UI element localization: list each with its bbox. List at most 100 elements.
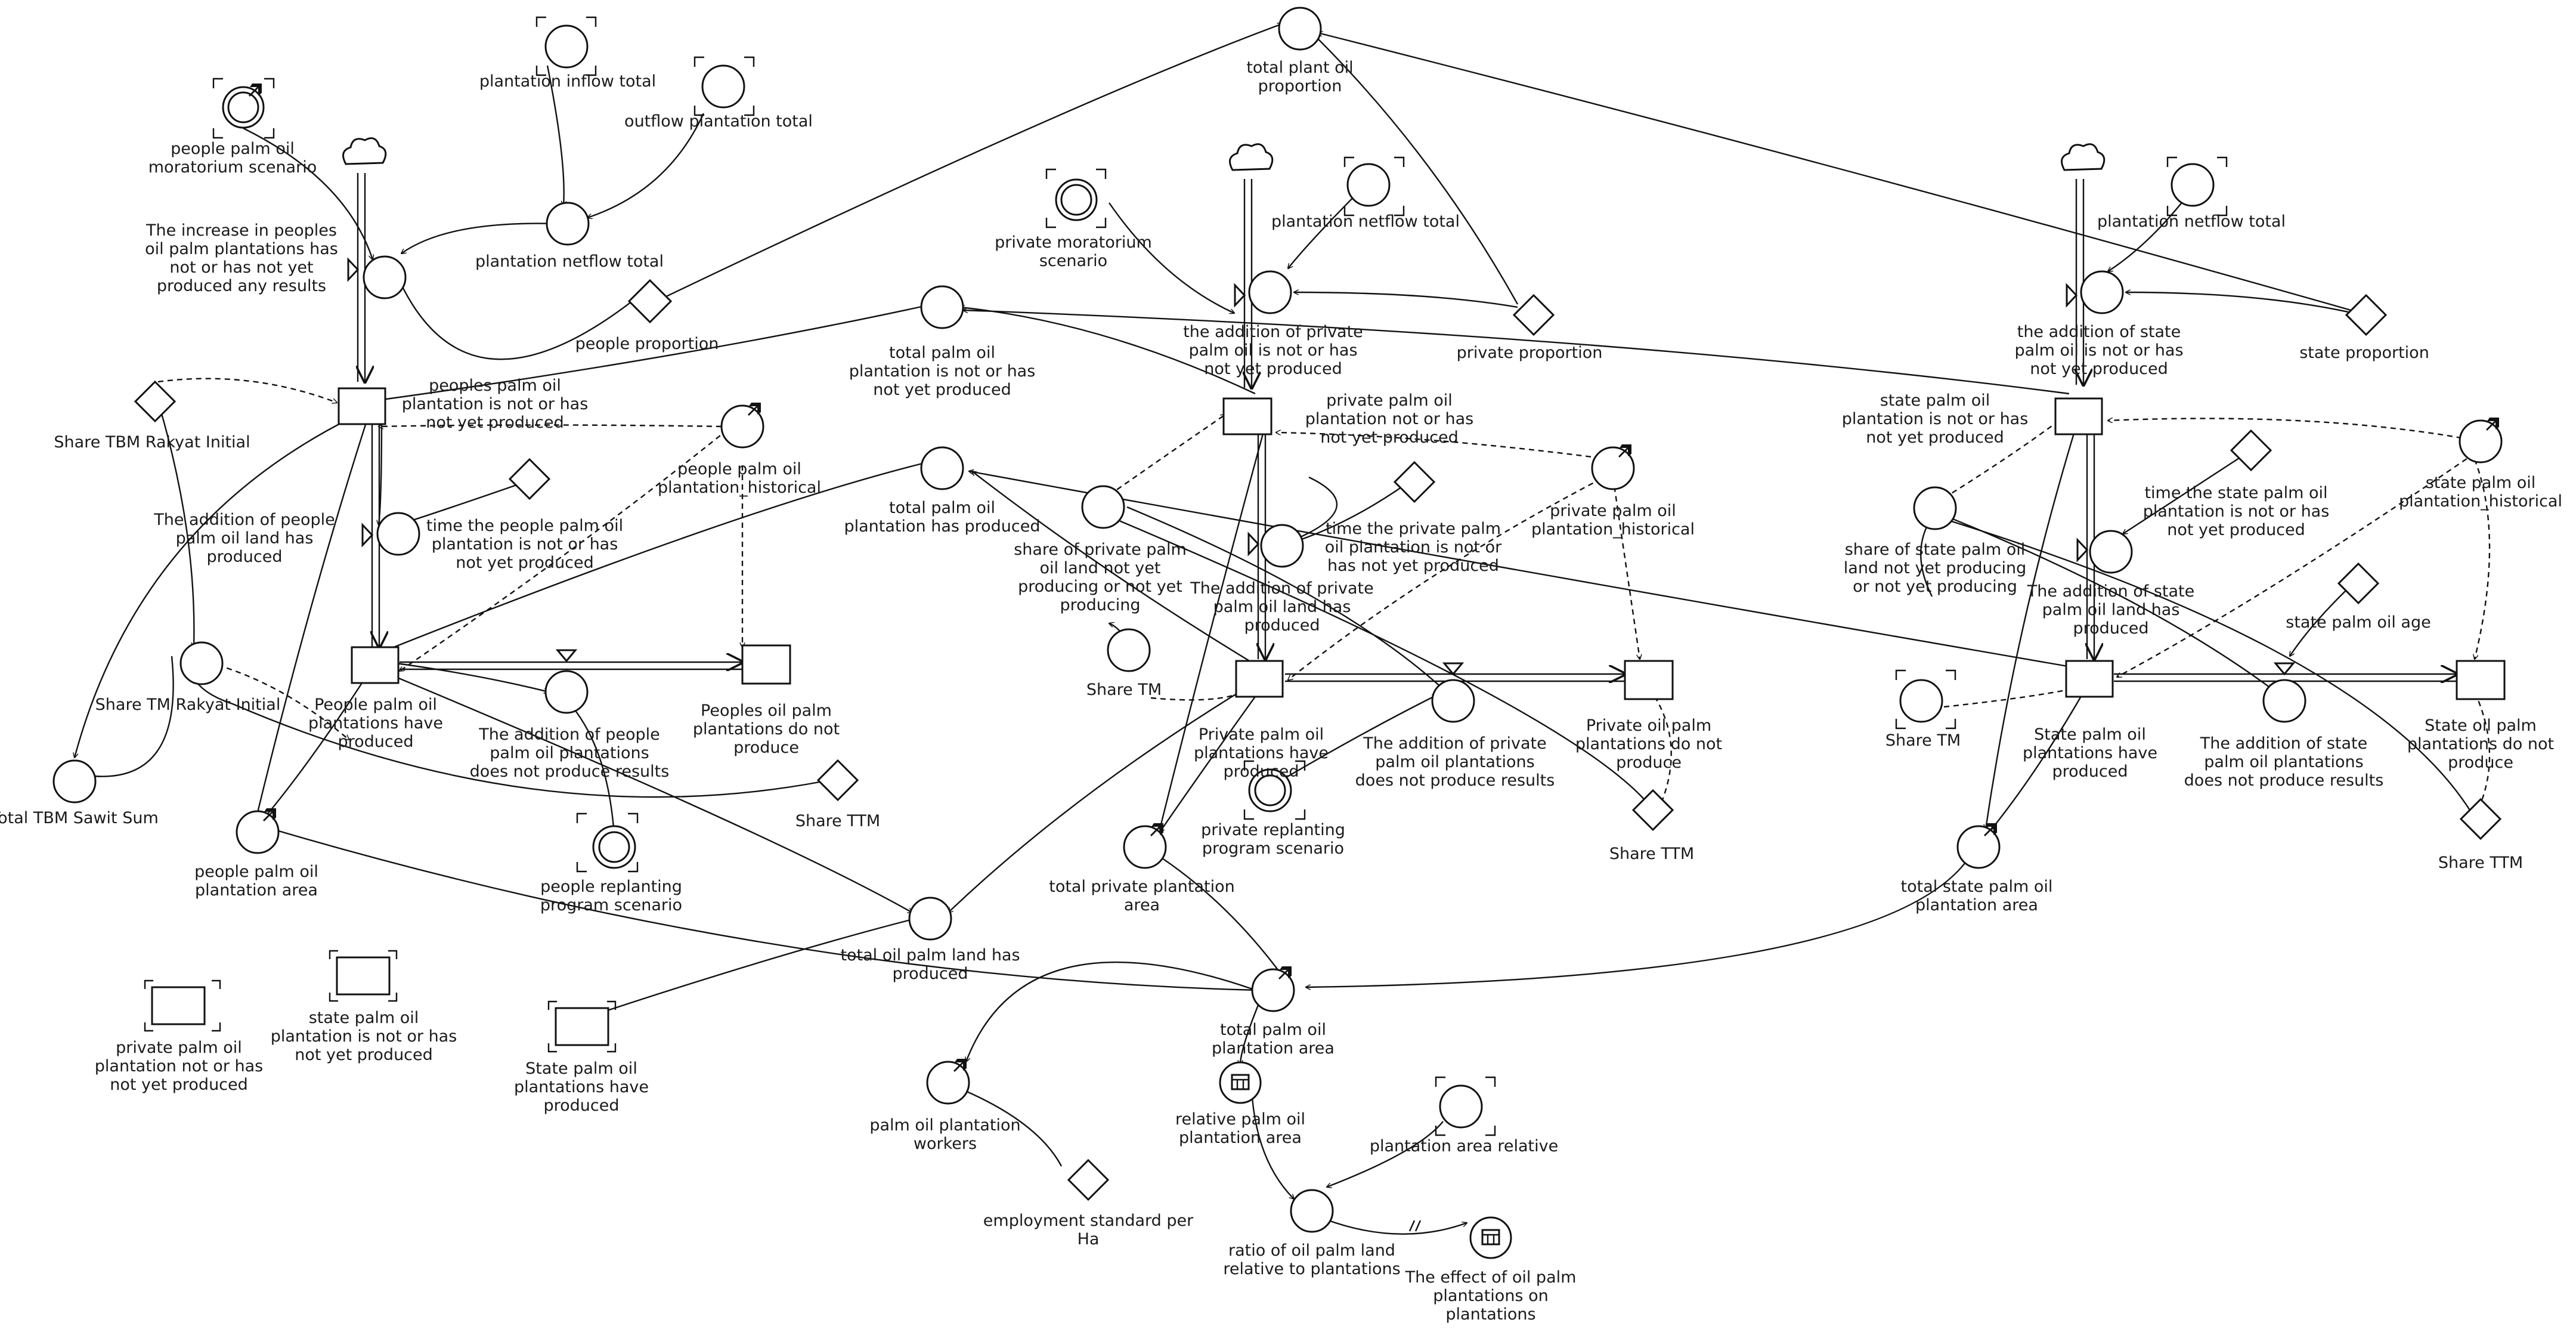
label-private-proportion: private proportion	[1457, 344, 1603, 362]
aux-share-state-not-yet	[1913, 486, 1957, 530]
label-line: plantation not or has	[1305, 410, 1473, 428]
label-line: not yet produced	[110, 1076, 248, 1094]
label-line: workers	[914, 1135, 977, 1153]
label-line: plantation area relative	[1370, 1137, 1558, 1155]
label-line: does not produce results	[2184, 771, 2384, 790]
label-line: state palm oil	[1880, 391, 1990, 410]
label-line: plantations do not	[2407, 735, 2554, 753]
label-line: not yet produced	[426, 413, 564, 432]
aux-ratio-oil-palm-land	[1290, 1189, 1334, 1233]
aux-plantation-netflow-private	[1346, 163, 1391, 207]
aux-people-area	[236, 810, 280, 854]
label-line: private palm oil	[1550, 502, 1676, 520]
label-line: Private oil palm	[1586, 716, 1711, 735]
label-line: People palm oil	[314, 696, 437, 714]
aux-total-has-produced	[920, 446, 964, 490]
label-line: time the private palm	[1326, 520, 1501, 538]
label-line: plantation is not or has	[1842, 410, 2029, 428]
label-line: not yet produced	[295, 1046, 433, 1064]
label-line: palm oil is not or has	[1188, 341, 1357, 360]
label-line: the addition of private	[1183, 323, 1363, 341]
const-employment-standard	[1067, 1158, 1110, 1201]
label-line: Share TM	[1885, 731, 1961, 750]
label-line: area	[1124, 896, 1160, 914]
clouds	[342, 137, 2106, 171]
label-line: plantations have	[308, 714, 443, 733]
label-line: produced	[1244, 616, 1320, 635]
label-plantation-netflow-people: plantation netflow total	[475, 252, 664, 271]
label-line: plantation area	[1212, 1039, 1335, 1058]
label-line: total palm oil	[889, 499, 995, 517]
stock-private-do-not-produce	[1624, 660, 1674, 700]
label-line: does not produce results	[1355, 771, 1555, 790]
label-share-tbm-rakyat: Share TBM Rakyat Initial	[54, 433, 250, 452]
aux-plantation-inflow-total	[544, 24, 589, 69]
label-line: produced	[1223, 762, 1299, 781]
auxiliaries	[52, 7, 2503, 1259]
const-share-tbm-rakyat	[134, 380, 177, 423]
arrow-badges	[249, 84, 2499, 1072]
label-line: private palm oil	[116, 1039, 242, 1057]
label-line: plantation inflow total	[479, 72, 656, 91]
label-line: plantation is not or has	[271, 1027, 457, 1046]
label-state-palm-oil-age: state palm oil age	[2286, 613, 2431, 632]
label-plantation-inflow-total: plantation inflow total	[479, 72, 656, 91]
label-line: private proportion	[1457, 344, 1603, 362]
label-line: state palm oil age	[2286, 613, 2431, 632]
stock-state-have-produced	[2065, 660, 2114, 698]
label-line: people palm oil	[677, 460, 801, 478]
information-links	[157, 378, 2491, 818]
label-line: The addition of people	[478, 725, 660, 744]
label-line: produced any results	[157, 277, 326, 295]
label-line: produced	[892, 965, 968, 983]
label-line: plantations do not	[693, 720, 840, 738]
causal-links	[75, 24, 2479, 1235]
label-line: produced	[2052, 762, 2128, 781]
label-line: not yet produced	[1866, 428, 2004, 447]
cloud-icon	[342, 137, 387, 165]
label-share-ttm-private: Share TTM	[1609, 845, 1694, 863]
label-line: plantation_historical	[2399, 492, 2562, 511]
stock-private-not-yet-produced	[1222, 397, 1272, 435]
label-line: not yet produced	[456, 554, 594, 572]
aux-share-private-not-yet	[1081, 485, 1125, 529]
label-plantation-area-relative: plantation area relative	[1370, 1137, 1558, 1155]
label-line: plantation has produced	[844, 517, 1040, 536]
label-line: palm oil plantations	[2204, 753, 2363, 771]
label-line: The effect of oil palm	[1405, 1268, 1577, 1287]
aux-people-addition-not-produce	[544, 670, 589, 714]
label-line: palm oil plantations	[1375, 753, 1534, 771]
cloud-icon	[2061, 143, 2106, 171]
label-line: land not yet producing	[1844, 559, 2026, 577]
label-line: oil land not yet	[1040, 559, 1161, 577]
stocks	[151, 387, 2506, 1046]
const-share-ttm-people	[816, 759, 859, 802]
label-share-ttm-state: Share TTM	[2438, 854, 2523, 872]
aux-private-addition-not-yet	[1248, 270, 1292, 314]
label-line: state palm oil	[309, 1009, 419, 1027]
label-line: plantations do not	[1575, 735, 1722, 753]
const-time-state	[2230, 429, 2272, 472]
label-line: share of state palm oil	[1845, 540, 2026, 559]
label-line: or not yet producing	[1853, 577, 2017, 596]
aux-outflow-plantation-total	[701, 64, 745, 109]
label-line: State palm oil	[525, 1059, 637, 1078]
label-line: Share TTM	[2438, 854, 2523, 872]
